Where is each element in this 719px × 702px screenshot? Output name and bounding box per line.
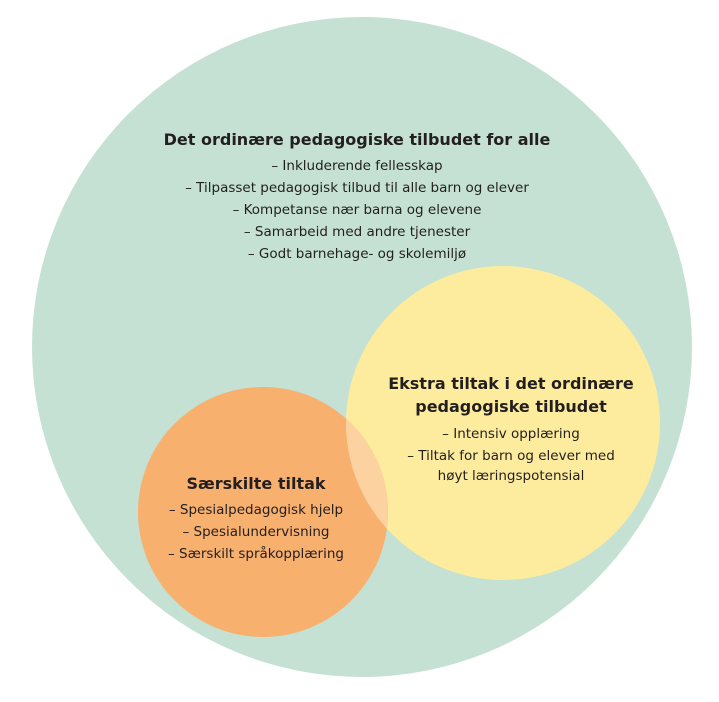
outer-item-4: – Samarbeid med andre tjenester — [244, 224, 471, 240]
outer-item-3: – Kompetanse nær barna og elevene — [233, 202, 482, 218]
extra-title-line2: pedagogiske tilbudet — [415, 397, 607, 416]
extra-item-3: høyt læringspotensial — [438, 468, 585, 484]
special-item-2: – Spesialundervisning — [182, 524, 329, 540]
special-measures-circle — [138, 387, 388, 637]
special-item-3: – Særskilt språkopplæring — [168, 545, 344, 562]
extra-measures-circle — [346, 266, 660, 580]
outer-title: Det ordinære pedagogiske tilbudet for al… — [164, 130, 551, 149]
extra-item-1: – Intensiv opplæring — [442, 426, 580, 442]
extra-item-2: – Tiltak for barn og elever med — [407, 448, 615, 464]
outer-item-2: – Tilpasset pedagogisk tilbud til alle b… — [185, 180, 529, 196]
extra-title-line1: Ekstra tiltak i det ordinære — [388, 374, 634, 393]
outer-item-5: – Godt barnehage- og skolemiljø — [248, 246, 466, 262]
special-item-1: – Spesialpedagogisk hjelp — [169, 502, 343, 518]
special-title: Særskilte tiltak — [186, 474, 325, 493]
outer-item-1: – Inkluderende fellesskap — [271, 158, 442, 174]
